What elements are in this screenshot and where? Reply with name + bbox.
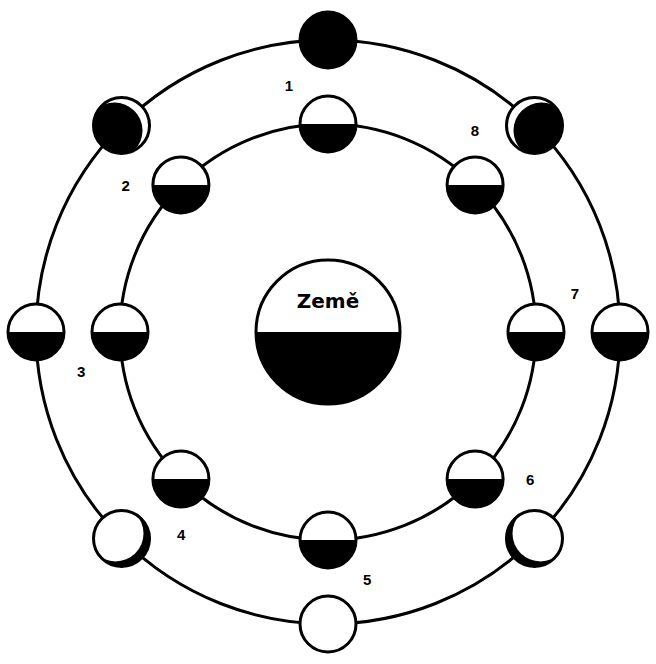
earth-circle: Země — [253, 257, 403, 407]
inner-orbit — [120, 124, 536, 540]
outer-moons — [8, 12, 648, 652]
callout-number: 8 — [471, 121, 479, 138]
inner-moons — [92, 96, 564, 568]
callout-number: 6 — [526, 470, 534, 487]
callout-number: 1 — [285, 77, 293, 94]
callout-number: 2 — [122, 177, 130, 194]
callout-number: 7 — [571, 284, 579, 301]
outer-orbit — [36, 40, 620, 624]
callout-number: 5 — [363, 570, 371, 587]
callout-number: 4 — [177, 526, 185, 543]
earth-shape — [253, 257, 403, 407]
callout-number: 3 — [77, 363, 85, 380]
earth-label: Země — [253, 289, 403, 313]
